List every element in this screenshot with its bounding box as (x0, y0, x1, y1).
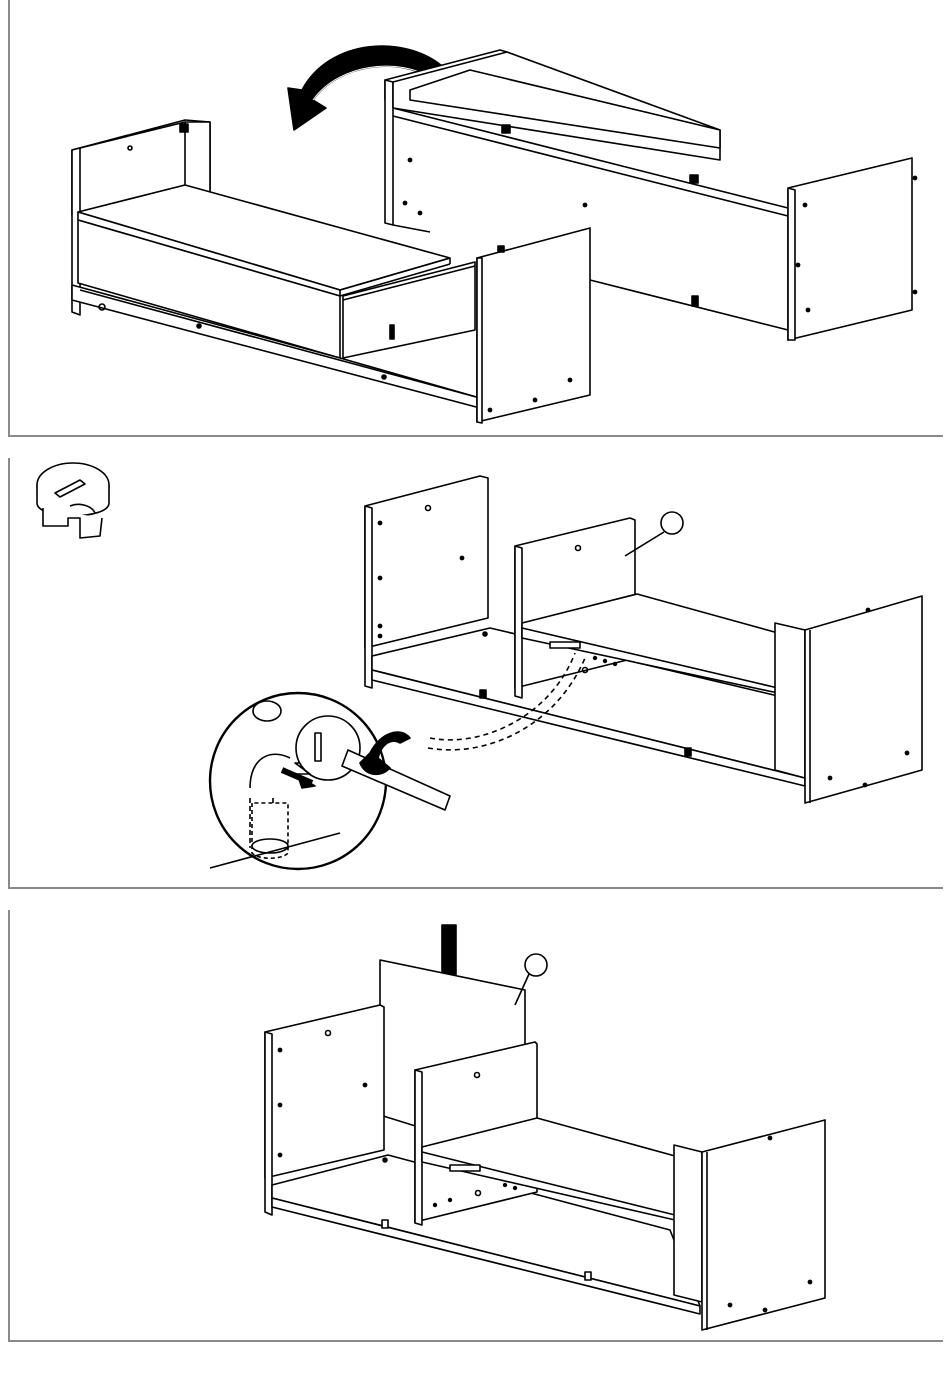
step-1-panel (8, 0, 943, 437)
left-cabinet (72, 120, 590, 423)
cam-lock-icon (37, 463, 109, 538)
zoom-detail (210, 693, 450, 869)
part-callout-circle (525, 954, 547, 976)
cabinet-assembly (265, 1005, 825, 1330)
step-3-panel (8, 910, 943, 1342)
step-3-illustration (10, 910, 945, 1342)
step-1-illustration (10, 0, 945, 437)
step-2-panel (8, 458, 943, 889)
part-callout-circle (661, 512, 683, 534)
step-2-illustration (10, 458, 945, 889)
cabinet-assembly (365, 476, 922, 803)
